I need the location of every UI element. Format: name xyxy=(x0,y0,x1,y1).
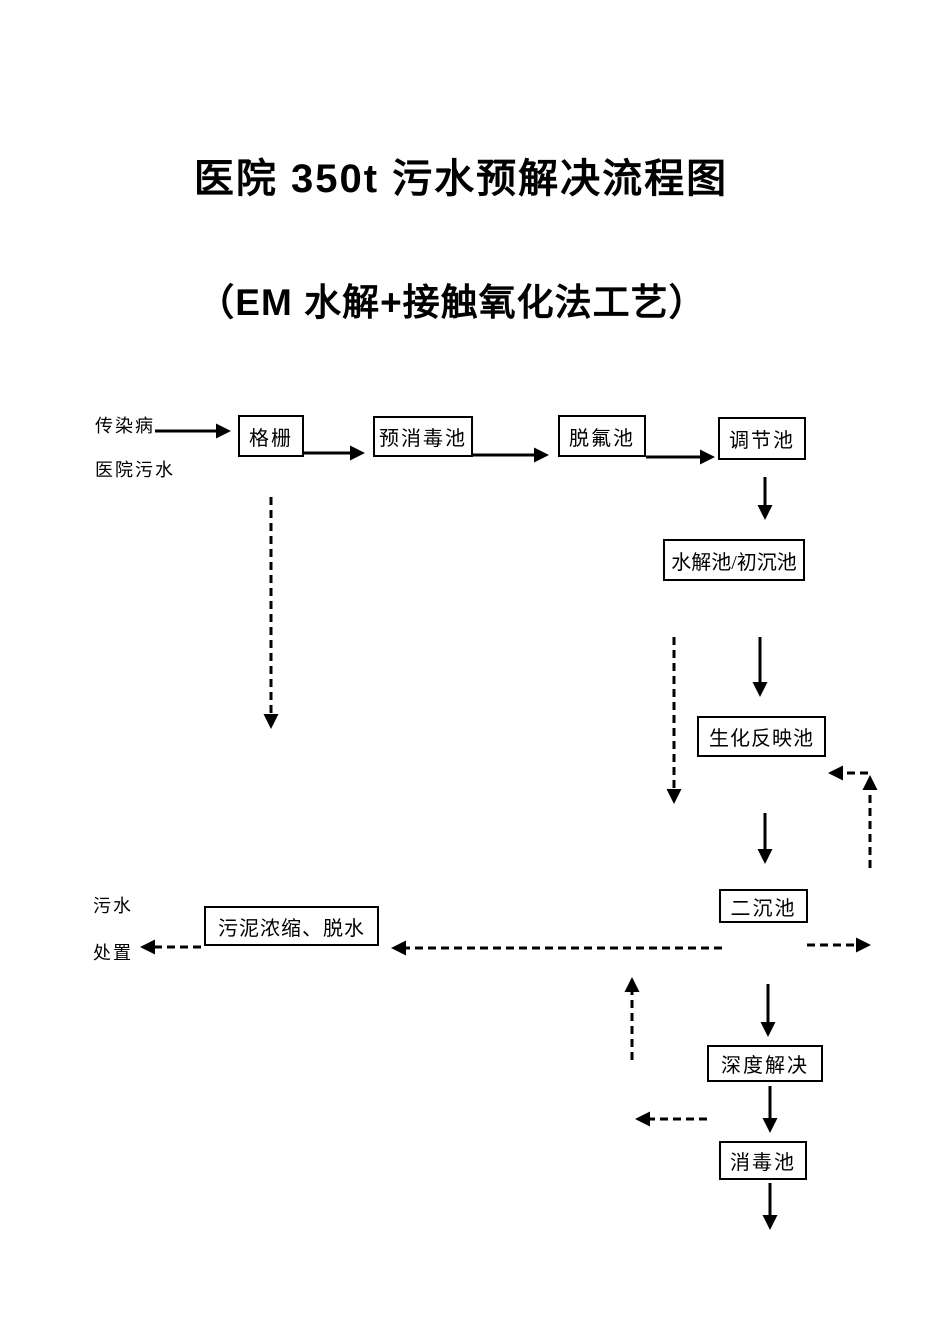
node-sludge-thickening-dewatering: 污泥浓缩、脱水 xyxy=(204,906,379,946)
influent-label-line2: 医院污水 xyxy=(95,460,175,480)
node-regulating-tank-label: 调节池 xyxy=(729,430,795,452)
node-bar-screen-label: 格栅 xyxy=(249,427,293,450)
node-defluorination-tank-label: 脱氟池 xyxy=(569,427,635,450)
node-hydrolysis-primary-sedimentation-tank-label: 水解池/初沉池 xyxy=(671,551,797,574)
node-secondary-sedimentation-tank: 二沉池 xyxy=(719,889,808,923)
node-secondary-sedimentation-tank-label: 二沉池 xyxy=(730,897,797,920)
node-hydrolysis-primary-sedimentation-tank: 水解池/初沉池 xyxy=(663,539,805,581)
disposal-label-line1: 污水 xyxy=(93,896,133,916)
node-pre-disinfection-tank-label: 预消毒池 xyxy=(379,428,467,450)
node-advanced-treatment: 深度解决 xyxy=(707,1045,823,1082)
node-regulating-tank: 调节池 xyxy=(718,417,806,460)
node-biochemical-reaction-tank: 生化反映池 xyxy=(697,716,826,757)
node-advanced-treatment-label: 深度解决 xyxy=(721,1055,809,1077)
node-sludge-thickening-dewatering-label: 污泥浓缩、脱水 xyxy=(218,917,365,940)
node-defluorination-tank: 脱氟池 xyxy=(558,415,646,457)
page-subtitle: （EM 水解+接触氧化法工艺） xyxy=(197,282,707,323)
disposal-label-line2: 处置 xyxy=(93,943,133,963)
page-title: 医院 350t 污水预解决流程图 xyxy=(193,157,729,201)
influent-label-line1: 传染病 xyxy=(95,416,155,436)
node-pre-disinfection-tank: 预消毒池 xyxy=(373,416,473,457)
node-disinfection-tank-label: 消毒池 xyxy=(730,1152,796,1174)
node-bar-screen: 格栅 xyxy=(238,415,304,457)
node-disinfection-tank: 消毒池 xyxy=(719,1141,807,1180)
node-biochemical-reaction-tank-label: 生化反映池 xyxy=(709,728,814,750)
